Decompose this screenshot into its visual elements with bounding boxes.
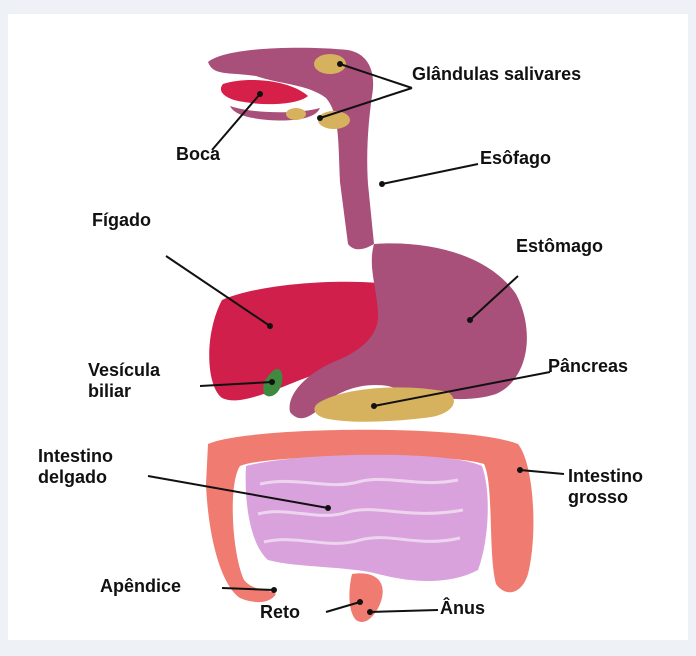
label-esophagus: Esôfago — [480, 148, 551, 169]
dot-appendix — [271, 587, 277, 593]
leader-mouth — [212, 94, 260, 150]
label-gallbladder: Vesícula biliar — [88, 360, 198, 402]
small-intestine — [246, 455, 488, 581]
dot-salivary-1 — [337, 61, 343, 67]
label-appendix: Apêndice — [100, 576, 181, 597]
dot-pancreas — [371, 403, 377, 409]
label-anus: Ânus — [440, 598, 485, 619]
label-stomach: Estômago — [516, 236, 603, 257]
label-small-intestine: Intestino delgado — [38, 446, 148, 488]
label-pancreas: Pâncreas — [548, 356, 628, 377]
rectum — [349, 573, 382, 622]
leader-appendix — [222, 588, 274, 590]
oral-cavity — [208, 48, 374, 249]
label-large-intestine: Intestino grosso — [568, 466, 678, 508]
digestive-system-illustration — [8, 14, 696, 656]
label-liver: Fígado — [92, 210, 151, 231]
dot-esophagus — [379, 181, 385, 187]
dot-rectum — [357, 599, 363, 605]
salivary-gland-low — [286, 108, 306, 120]
leader-anus — [370, 610, 438, 612]
diagram-frame: Glândulas salivares Boca Esôfago Fígado … — [8, 14, 688, 640]
dot-salivary-2 — [317, 115, 323, 121]
dot-liver — [267, 323, 273, 329]
dot-anus — [367, 609, 373, 615]
label-salivary-glands: Glândulas salivares — [412, 64, 581, 85]
dot-mouth — [257, 91, 263, 97]
dot-gallbladder — [269, 379, 275, 385]
dot-large-intestine — [517, 467, 523, 473]
dot-small-intestine — [325, 505, 331, 511]
leader-esophagus — [382, 164, 478, 184]
dot-stomach — [467, 317, 473, 323]
label-mouth: Boca — [176, 144, 220, 165]
label-rectum: Reto — [260, 602, 300, 623]
